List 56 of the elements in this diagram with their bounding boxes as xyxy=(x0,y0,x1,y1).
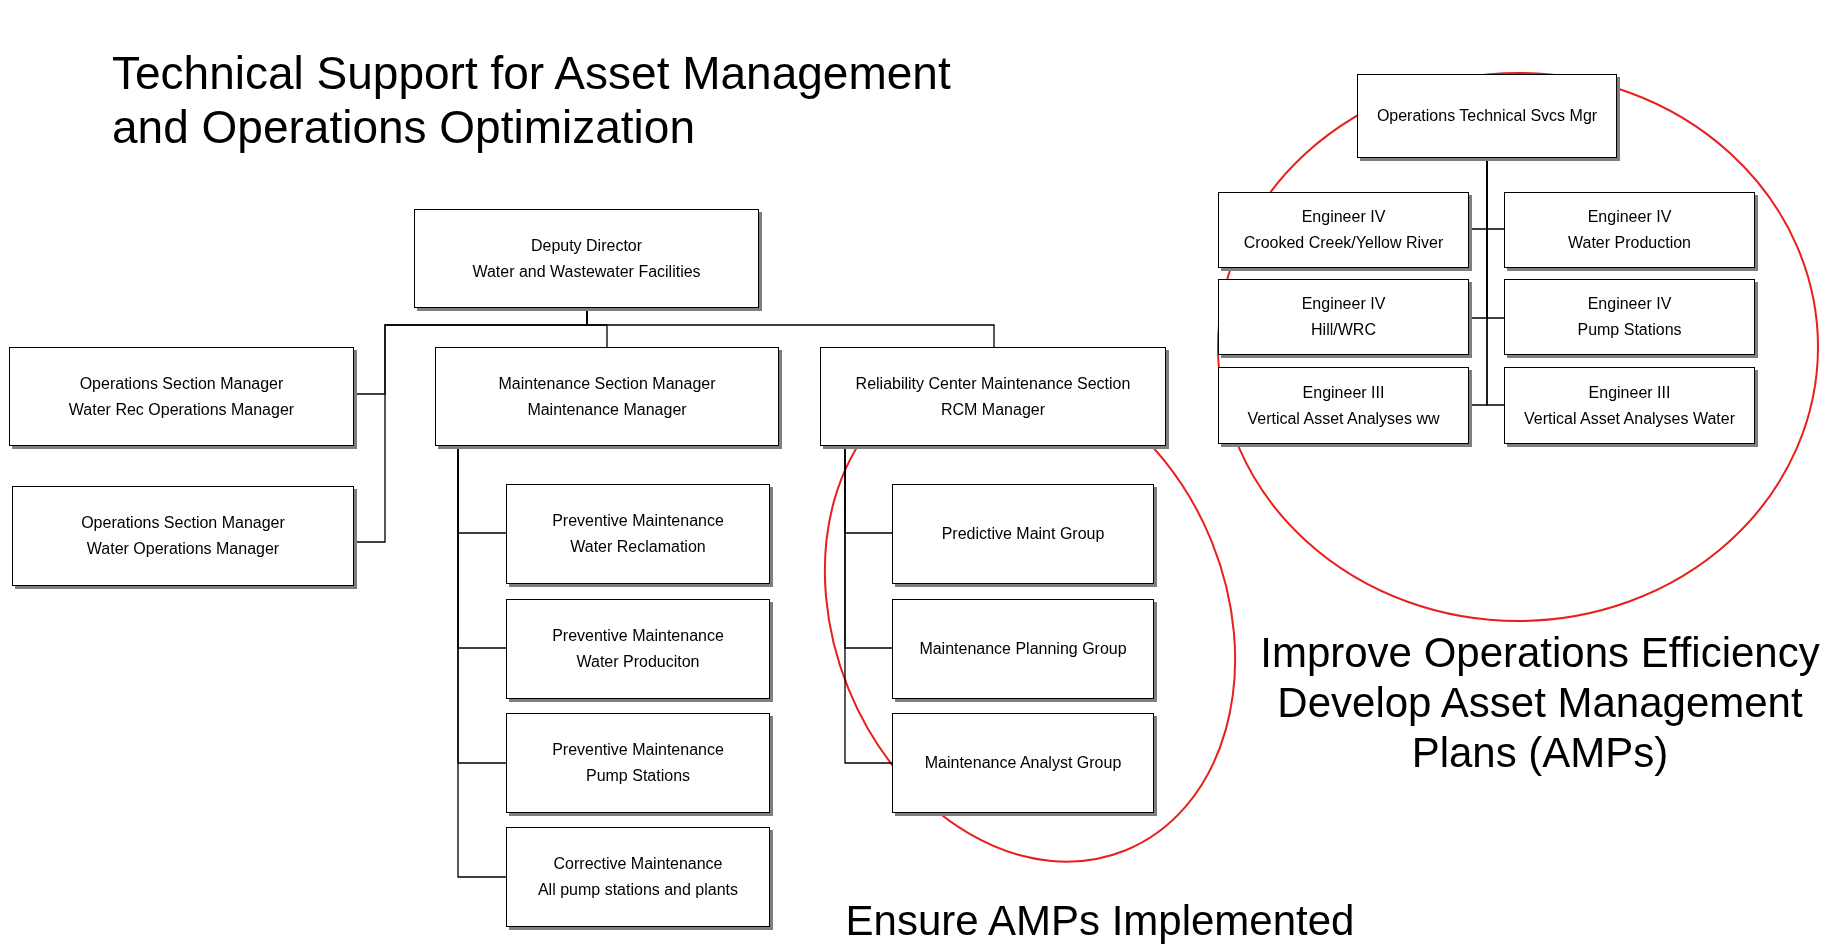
box-text: Predictive Maint Group xyxy=(941,524,1105,544)
box-text: Pump Stations xyxy=(585,766,691,786)
box-text: Operations Section Manager xyxy=(79,373,284,394)
box-text: RCM Manager xyxy=(941,399,1045,420)
org-box xyxy=(892,599,1154,699)
box-text: Maintenance Planning Group xyxy=(919,639,1127,659)
box-text: Reliability Center Maintenance Section xyxy=(855,373,1131,394)
annotation-text: Improve Operations Efficiency Develop Asset Management Plans (AMPs) xyxy=(1259,628,1821,778)
org-box xyxy=(12,486,354,586)
box-text: Corrective Maintenance xyxy=(553,854,723,874)
box-text: Engineer IV xyxy=(1587,294,1672,314)
box-text: Preventive Maintenance xyxy=(552,511,724,531)
box-text: Water Production xyxy=(1568,233,1691,253)
org-box xyxy=(435,347,779,446)
box-text: Preventive Maintenance xyxy=(552,626,724,646)
box-text: Engineer III xyxy=(1588,382,1671,403)
box-text: Water Rec Operations Manager xyxy=(68,399,295,420)
box-text: Hill/WRC xyxy=(1311,320,1376,340)
box-text: Maintenance Section Manager xyxy=(498,373,716,394)
box-text: Maintenance Manager xyxy=(527,399,687,420)
box-text: Vertical Asset Analyses Water xyxy=(1523,408,1736,429)
box-text: Engineer III xyxy=(1302,382,1385,403)
org-box xyxy=(1357,74,1617,158)
box-text: Operations Technical Svcs Mgr xyxy=(1376,106,1598,126)
box-text: Water Produciton xyxy=(576,652,700,672)
org-box xyxy=(414,209,759,308)
box-text: Water Operations Manager xyxy=(86,539,280,559)
org-box xyxy=(1218,367,1469,444)
annotation-text: Ensure AMPs Implemented xyxy=(844,896,1356,946)
box-text: Operations Section Manager xyxy=(81,513,285,533)
org-box xyxy=(9,347,354,446)
org-box xyxy=(892,484,1154,584)
box-text: Preventive Maintenance xyxy=(552,740,724,760)
org-box xyxy=(1504,192,1755,268)
box-text: Engineer IV xyxy=(1301,207,1386,227)
org-box xyxy=(1218,279,1469,355)
org-box xyxy=(506,827,770,927)
box-text: Engineer IV xyxy=(1587,207,1672,227)
box-text: Engineer IV xyxy=(1301,294,1386,314)
box-text: Water Reclamation xyxy=(570,537,706,557)
box-text: Maintenance Analyst Group xyxy=(924,753,1122,773)
box-text: Pump Stations xyxy=(1577,320,1682,340)
org-box xyxy=(506,599,770,699)
diagram-title: Technical Support for Asset Management and Operations Optimization xyxy=(112,46,952,154)
box-text: Deputy Director xyxy=(530,235,643,256)
org-box xyxy=(892,713,1154,813)
org-box xyxy=(1218,192,1469,268)
org-box xyxy=(506,713,770,813)
box-text: All pump stations and plants xyxy=(537,880,739,900)
org-box xyxy=(506,484,770,584)
box-text: Water and Wastewater Facilities xyxy=(472,261,701,282)
org-box xyxy=(1504,279,1755,355)
org-box xyxy=(820,347,1166,446)
org-box xyxy=(1504,367,1755,444)
box-text: Crooked Creek/Yellow River xyxy=(1243,233,1444,253)
box-text: Vertical Asset Analyses ww xyxy=(1247,408,1440,429)
